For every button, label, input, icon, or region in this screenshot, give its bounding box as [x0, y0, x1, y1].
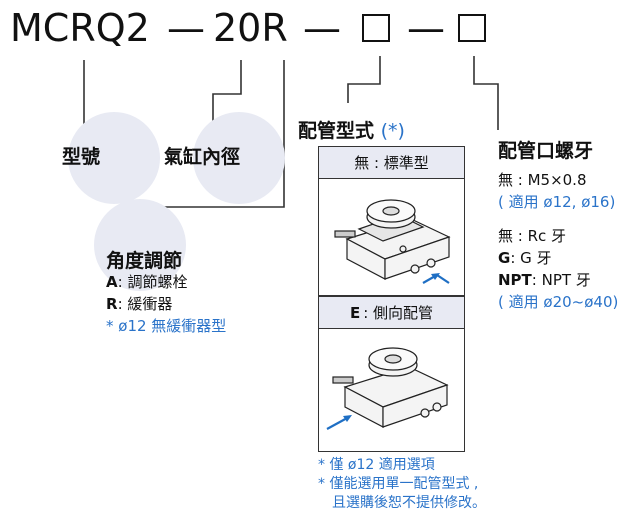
connector-piping-port	[473, 56, 499, 130]
piping-type-title: 配管型式 (*)	[298, 120, 405, 142]
piping-type-placeholder-box	[362, 14, 390, 42]
piping-port-line-1: 無 : M5×0.8	[498, 171, 587, 189]
size-code: 20R	[213, 6, 288, 50]
adjust-title: 角度調節	[106, 250, 183, 272]
piping-type-note-3: 且選購後恕不提供修改。	[332, 495, 486, 511]
model-label: 型號	[62, 146, 101, 168]
dash-2: —	[303, 6, 341, 50]
piping-port-line-2: ( 適用 ø12, ø16)	[498, 193, 616, 211]
piping-port-line-5: NPT: NPT 牙	[498, 271, 591, 289]
side-piping-actuator-illustration	[326, 347, 449, 430]
adjust-note: * ø12 無緩衝器型	[106, 317, 227, 335]
piping-port-line-6: ( 適用 ø20~ø40)	[498, 293, 619, 311]
series-code: MCRQ2	[10, 6, 150, 50]
adjust-option-r: R: 緩衝器	[106, 295, 173, 313]
piping-port-title: 配管口螺牙	[498, 140, 594, 162]
connector-bore	[212, 60, 242, 128]
piping-port-placeholder-box	[458, 14, 486, 42]
bore-circle	[193, 112, 285, 204]
connector-piping-type	[347, 56, 381, 103]
bore-label: 氣缸內徑	[164, 146, 241, 168]
side-piping-panel-header: E: 側向配管	[319, 297, 464, 329]
model-circle	[68, 112, 160, 204]
adjust-option-a: A: 調節螺栓	[106, 273, 188, 291]
standard-panel-header: 無 : 標準型	[319, 147, 464, 179]
standard-actuator-illustration	[334, 199, 451, 284]
side-piping-panel: E: 側向配管	[318, 296, 465, 452]
adjust-circle	[94, 199, 186, 291]
dash-1: —	[167, 6, 205, 50]
piping-type-note-2: * 僅能選用單一配管型式 ,	[318, 476, 479, 492]
standard-panel: 無 : 標準型	[318, 146, 465, 296]
piping-type-note-1: * 僅 ø12 適用選項	[318, 457, 435, 473]
piping-port-line-4: G: G 牙	[498, 249, 552, 267]
piping-port-line-3: 無 : Rc 牙	[498, 227, 567, 245]
dash-3: —	[407, 6, 445, 50]
